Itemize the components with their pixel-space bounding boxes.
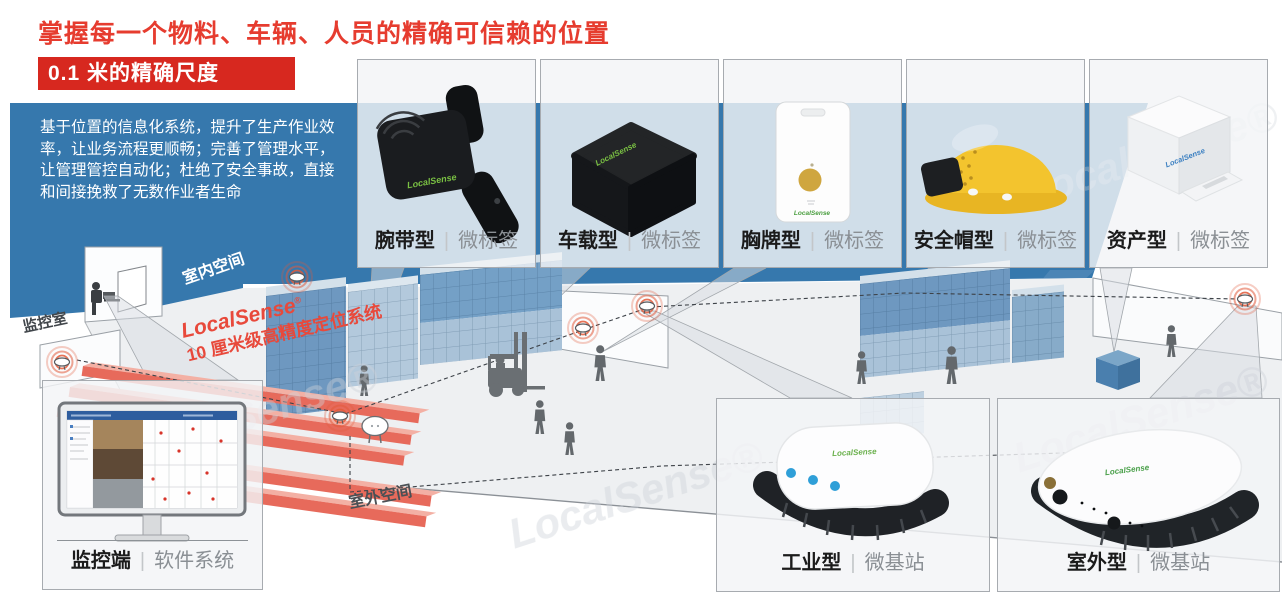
tag-card-badge: LocalSense 胸牌型 | 微标签 — [723, 59, 902, 268]
device-logo-text: LocalSense — [832, 447, 877, 458]
tag-card-label: 车载型 | 微标签 — [541, 224, 718, 253]
label-divider: | — [626, 230, 633, 252]
tag-card-wristband: LocalSense 腕带型 | 微标签 — [357, 59, 536, 268]
container-stack — [860, 260, 1010, 378]
label-divider: | — [1002, 230, 1009, 252]
station-card-industrial: LocalSense 工业型 | 微基站 — [716, 398, 990, 592]
monitor-card: 监控端 | 软件系统 — [42, 380, 263, 590]
tag-name-label: 资产型 — [1106, 230, 1167, 252]
monitor-room-scene — [84, 246, 163, 323]
helmet-tag-image — [920, 124, 1067, 214]
container-stack — [1012, 284, 1064, 363]
page-title: 掌握每一个物料、车辆、人员的精确可信赖的位置 — [38, 20, 611, 48]
label-divider: | — [1175, 230, 1182, 252]
container-stack — [420, 252, 562, 365]
tag-card-helmet: 安全帽型 | 微标签 — [906, 59, 1085, 268]
signal-beam — [601, 267, 767, 353]
station-category-label: 微基站 — [864, 552, 925, 574]
station-category-label: 微基站 — [1150, 552, 1211, 574]
bubble-tag-icon — [361, 415, 389, 444]
container-stack — [348, 275, 418, 387]
station-name-label: 室外型 — [1066, 552, 1127, 574]
container-stack — [266, 277, 346, 418]
asset-tag-image: LocalSense — [1126, 95, 1244, 202]
location-ping-icon — [1229, 283, 1261, 315]
device-logo-text: LocalSense — [794, 210, 831, 217]
monitor-image — [57, 401, 247, 542]
outdoor-station-image: LocalSense — [1031, 428, 1259, 551]
operator-at-desk — [91, 282, 120, 315]
badge-tag-image: LocalSense — [775, 101, 851, 223]
location-ping-icon — [631, 290, 663, 322]
industrial-station-image: LocalSense — [753, 422, 949, 541]
tag-card-label: 胸牌型 | 微标签 — [724, 224, 901, 253]
tag-name-label: 胸牌型 — [740, 230, 801, 252]
tag-card-vehicle: LocalSense 车载型 | 微标签 — [540, 59, 719, 268]
station-name-label: 工业型 — [781, 552, 842, 574]
station-card-label: 工业型 | 微基站 — [717, 546, 989, 575]
tag-category-label: 微标签 — [641, 230, 702, 252]
tag-name-label: 车载型 — [557, 230, 618, 252]
tag-card-label: 腕带型 | 微标签 — [358, 224, 535, 253]
card-separator-line — [57, 540, 248, 541]
tag-name-label: 腕带型 — [374, 230, 435, 252]
station-name-label: 监控端 — [70, 550, 131, 572]
location-ping-icon — [567, 312, 599, 344]
label-divider: | — [809, 230, 816, 252]
station-category-label: 软件系统 — [154, 550, 235, 572]
tag-card-label: 安全帽型 | 微标签 — [907, 224, 1084, 253]
forklift-icon — [488, 332, 545, 397]
tag-card-asset: LocalSense 资产型 | 微标签 — [1089, 59, 1268, 268]
wristband-tag-image: LocalSense — [375, 84, 519, 244]
station-card-label: 室外型 | 微基站 — [998, 546, 1279, 575]
vehicle-tag-image: LocalSense — [571, 122, 697, 237]
tag-name-label: 安全帽型 — [913, 230, 994, 252]
label-divider: | — [1135, 552, 1142, 574]
asset-box — [1096, 350, 1140, 390]
intro-paragraph: 基于位置的信息化系统，提升了生产作业效率，让业务流程更顺畅；完善了管理水平，让管… — [40, 119, 335, 201]
precision-banner: 0.1 米的精确尺度 — [38, 57, 295, 90]
label-divider: | — [443, 230, 450, 252]
location-ping-icon — [281, 261, 313, 293]
tag-category-label: 微标签 — [458, 230, 519, 252]
label-divider: | — [139, 550, 146, 572]
monitor-card-label: 监控端 | 软件系统 — [43, 544, 262, 573]
tag-category-label: 微标签 — [1190, 230, 1251, 252]
location-ping-icon — [46, 346, 78, 378]
tag-category-label: 微标签 — [1017, 230, 1078, 252]
label-divider: | — [850, 552, 856, 574]
station-card-outdoor: LocalSense 室外型 | 微基站 — [997, 398, 1280, 592]
tag-card-label: 资产型 | 微标签 — [1090, 224, 1267, 253]
tag-category-label: 微标签 — [824, 230, 885, 252]
signal-beam — [1099, 267, 1133, 353]
